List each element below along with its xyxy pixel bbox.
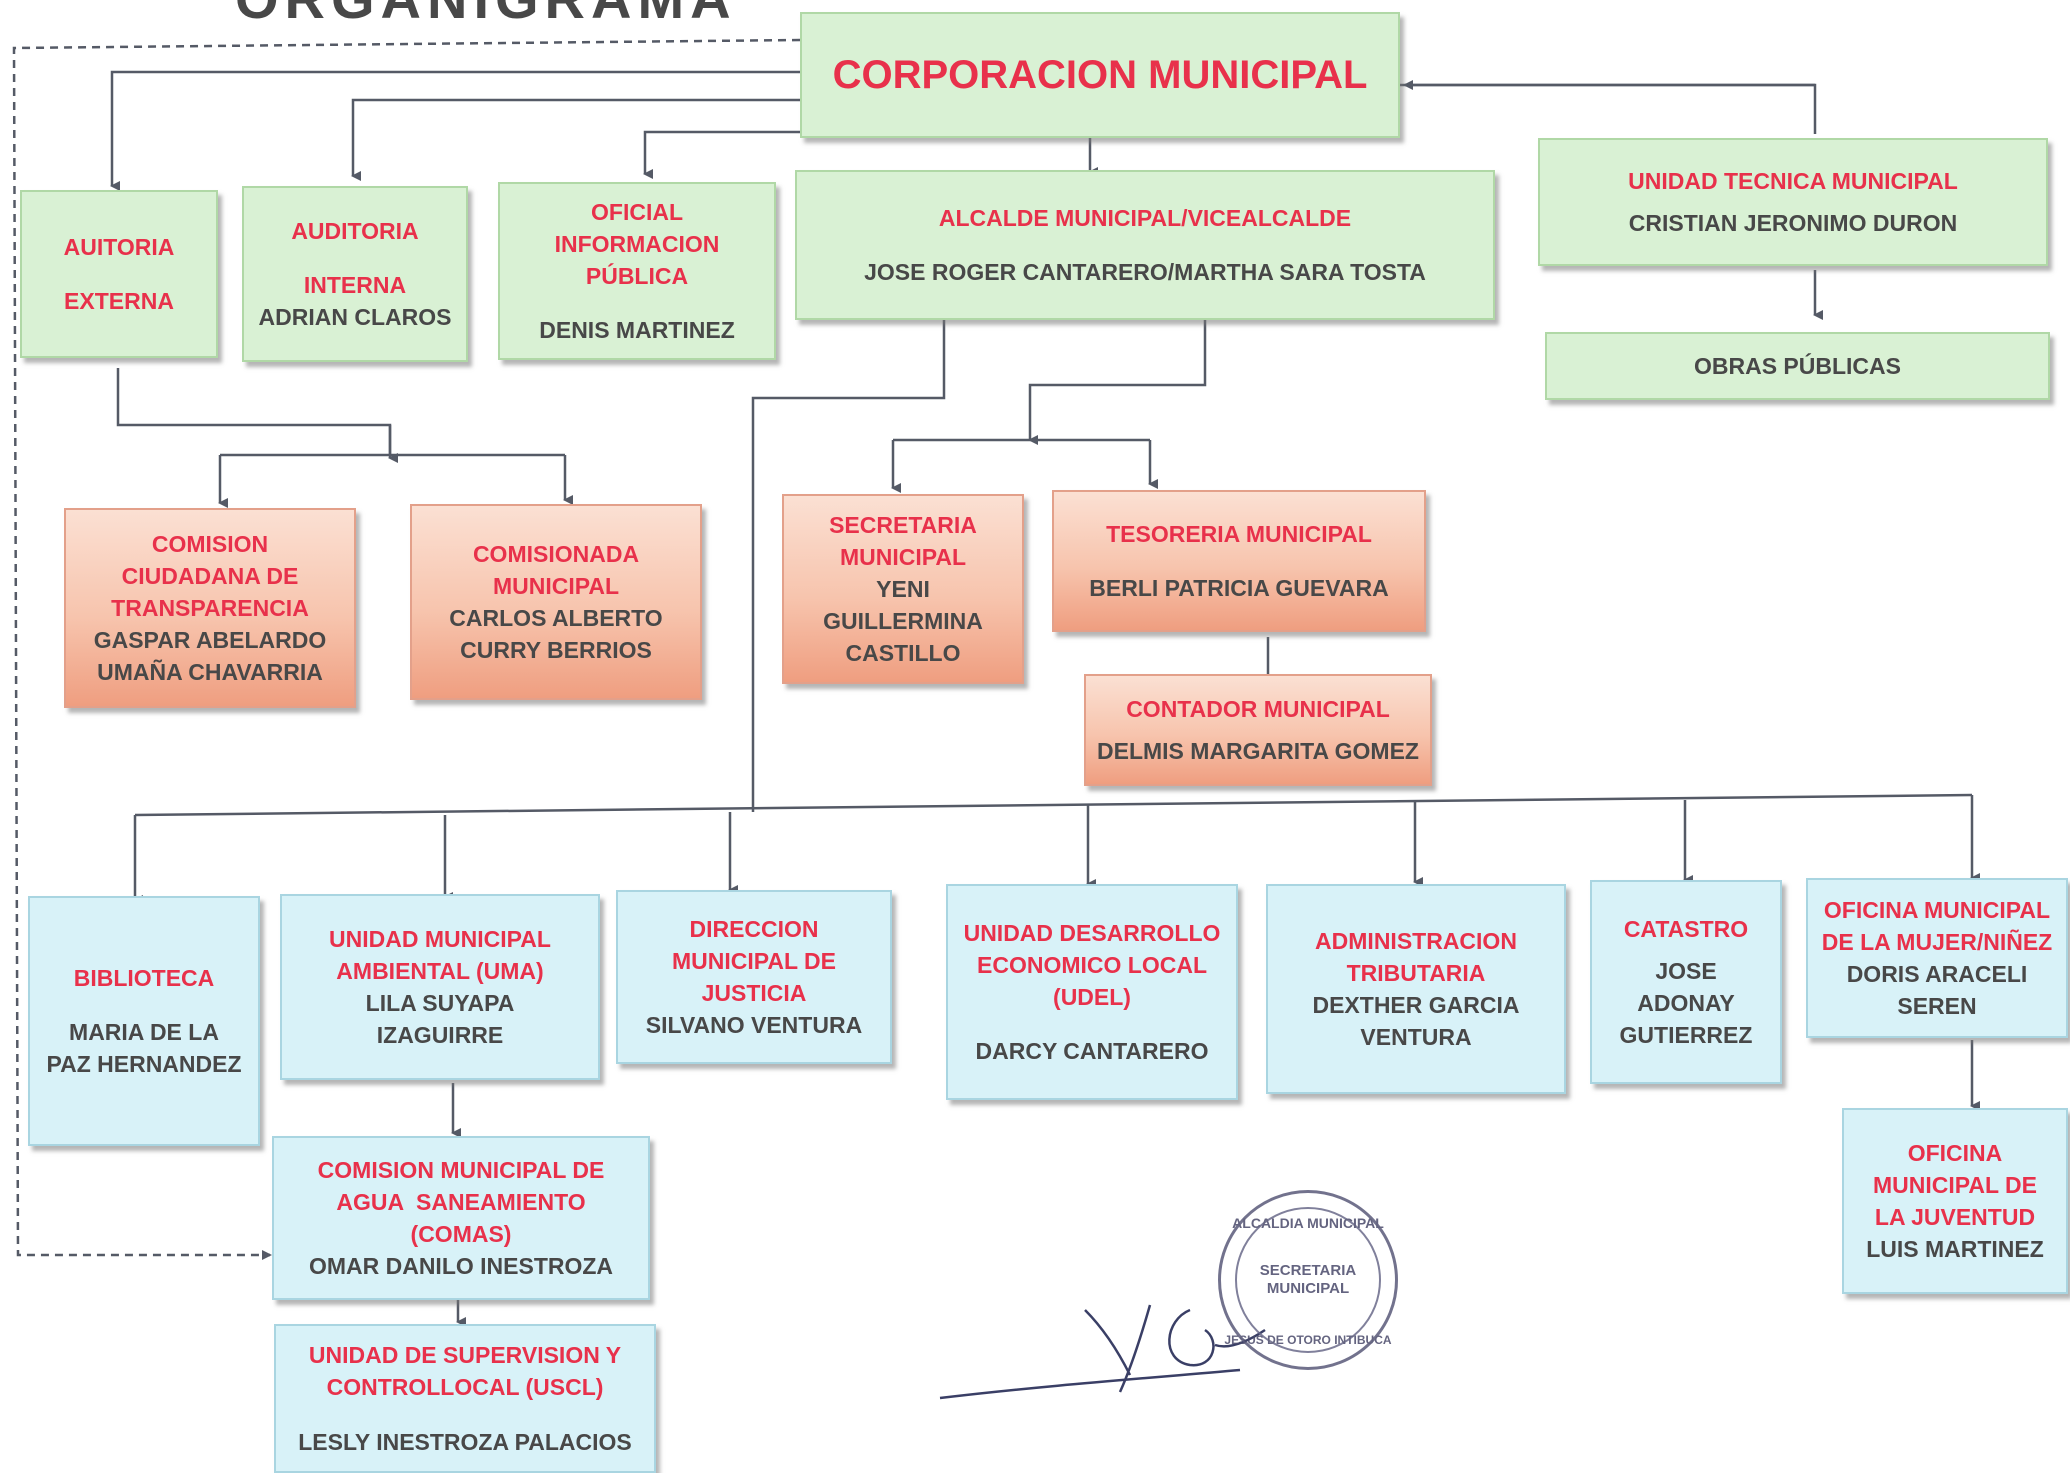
comas-title-2: AGUA SANEAMIENTO bbox=[336, 1188, 586, 1215]
uscl-title-2: CONTROLLOCAL (USCL) bbox=[326, 1374, 604, 1401]
comas-box[interactable]: COMISION MUNICIPAL DE AGUA SANEAMIENTO (… bbox=[272, 1136, 650, 1300]
secretaria-name-3: CASTILLO bbox=[845, 640, 961, 667]
tesoreria-title: TESORERIA MUNICIPAL bbox=[1106, 520, 1372, 547]
catastro-name-2: ADONAY bbox=[1637, 990, 1735, 1016]
tesoreria-municipal-box[interactable]: TESORERIA MUNICIPAL BERLI PATRICIA GUEVA… bbox=[1052, 490, 1426, 632]
uscl-name: LESLY INESTROZA PALACIOS bbox=[298, 1428, 632, 1455]
tesoreria-name: BERLI PATRICIA GUEVARA bbox=[1089, 575, 1389, 601]
uma-name-2: IZAGUIRRE bbox=[376, 1022, 504, 1049]
unidad-tecnica-box[interactable]: UNIDAD TECNICA MUNICIPAL CRISTIAN JERONI… bbox=[1538, 138, 2048, 266]
unidad-tecnica-title: UNIDAD TECNICA MUNICIPAL bbox=[1628, 167, 1958, 194]
catastro-name-3: GUTIERREZ bbox=[1619, 1022, 1753, 1049]
biblioteca-name-1: MARIA DE LA bbox=[69, 1018, 219, 1045]
mujer-title-2: DE LA MUJER/NIÑEZ bbox=[1821, 928, 2053, 955]
auditoria-interna-box[interactable]: AUDITORIA INTERNA ADRIAN CLAROS bbox=[242, 186, 468, 362]
secretaria-name-2: GUILLERMINA bbox=[823, 608, 983, 635]
oficial-title-3: PÚBLICA bbox=[585, 263, 689, 289]
seal-ring-top-text: ALCALDIA MUNICIPAL bbox=[1232, 1215, 1384, 1231]
secretaria-title-2: MUNICIPAL bbox=[839, 543, 967, 570]
alcalde-box[interactable]: ALCALDE MUNICIPAL/VICEALCALDE JOSE ROGER… bbox=[795, 170, 1495, 320]
justicia-title-1: DIRECCION bbox=[689, 915, 819, 942]
catastro-title: CATASTRO bbox=[1623, 915, 1749, 942]
transparencia-title-2: CIUDADANA DE bbox=[121, 562, 299, 589]
auditoria-interna-title-1: AUDITORIA bbox=[291, 217, 419, 244]
udel-title-2: ECONOMICO LOCAL bbox=[977, 951, 1207, 978]
transparencia-name-1: GASPAR ABELARDO bbox=[93, 627, 327, 654]
unidad-tecnica-name: CRISTIAN JERONIMO DURON bbox=[1628, 210, 1958, 236]
uma-box[interactable]: UNIDAD MUNICIPAL AMBIENTAL (UMA) LILA SU… bbox=[280, 894, 600, 1080]
oficial-informacion-box[interactable]: OFICIAL INFORMACION PÚBLICA DENIS MARTIN… bbox=[498, 182, 776, 360]
oficial-title-1: OFICIAL bbox=[591, 198, 683, 225]
uma-title-1: UNIDAD MUNICIPAL bbox=[329, 925, 551, 952]
justicia-name: SILVANO VENTURA bbox=[645, 1012, 863, 1039]
auditoria-interna-title-2: INTERNA bbox=[303, 271, 407, 298]
juventud-title-2: MUNICIPAL DE bbox=[1873, 1171, 2037, 1198]
municipal-seal: ALCALDIA MUNICIPAL SECRETARIA MUNICIPAL … bbox=[1218, 1190, 1398, 1370]
uscl-box[interactable]: UNIDAD DE SUPERVISION Y CONTROLLOCAL (US… bbox=[274, 1324, 656, 1473]
contador-name: DELMIS MARGARITA GOMEZ bbox=[1097, 738, 1419, 764]
comisionada-title-1: COMISIONADA bbox=[472, 540, 640, 567]
comas-name: OMAR DANILO INESTROZA bbox=[308, 1253, 614, 1280]
corporacion-municipal-box[interactable]: CORPORACION MUNICIPAL bbox=[800, 12, 1400, 138]
justicia-title-3: JUSTICIA bbox=[701, 980, 807, 1006]
mujer-name-1: DORIS ARACELI bbox=[1846, 961, 2028, 987]
direccion-justicia-box[interactable]: DIRECCION MUNICIPAL DE JUSTICIA SILVANO … bbox=[616, 890, 892, 1064]
udel-box[interactable]: UNIDAD DESARROLLO ECONOMICO LOCAL (UDEL)… bbox=[946, 884, 1238, 1100]
transparencia-title-3: TRANSPARENCIA bbox=[111, 594, 309, 621]
justicia-title-2: MUNICIPAL DE bbox=[672, 947, 836, 974]
catastro-name-1: JOSE bbox=[1655, 957, 1717, 984]
uma-name-1: LILA SUYAPA bbox=[365, 990, 515, 1016]
contador-title: CONTADOR MUNICIPAL bbox=[1126, 695, 1390, 722]
biblioteca-box[interactable]: BIBLIOTECA MARIA DE LA PAZ HERNANDEZ bbox=[28, 896, 260, 1146]
comisionada-name-2: CURRY BERRIOS bbox=[460, 637, 652, 664]
alcalde-name: JOSE ROGER CANTARERO/MARTHA SARA TOSTA bbox=[864, 259, 1426, 285]
tributaria-name-2: VENTURA bbox=[1360, 1024, 1472, 1051]
comas-title-3: (COMAS) bbox=[410, 1221, 512, 1247]
obras-publicas-title: OBRAS PÚBLICAS bbox=[1693, 352, 1901, 379]
biblioteca-title: BIBLIOTECA bbox=[73, 964, 215, 991]
transparencia-title-1: COMISION bbox=[151, 530, 269, 557]
auditoria-externa-title-2: EXTERNA bbox=[64, 288, 174, 314]
auditoria-externa-title-1: AUITORIA bbox=[63, 233, 175, 260]
mujer-title-1: OFICINA MUNICIPAL bbox=[1823, 896, 2051, 923]
contador-municipal-box[interactable]: CONTADOR MUNICIPAL DELMIS MARGARITA GOME… bbox=[1084, 674, 1432, 786]
uma-title-2: AMBIENTAL (UMA) bbox=[336, 957, 544, 984]
auditoria-externa-box[interactable]: AUITORIA EXTERNA bbox=[20, 190, 218, 358]
comisionada-title-2: MUNICIPAL bbox=[492, 572, 620, 599]
udel-title-1: UNIDAD DESARROLLO bbox=[963, 919, 1221, 946]
mujer-name-2: SEREN bbox=[1897, 993, 1977, 1020]
uscl-title-1: UNIDAD DE SUPERVISION Y bbox=[308, 1342, 622, 1369]
juventud-title-3: LA JUVENTUD bbox=[1874, 1204, 2036, 1230]
secretaria-municipal-box[interactable]: SECRETARIA MUNICIPAL YENI GUILLERMINA CA… bbox=[782, 494, 1024, 684]
transparencia-name-2: UMAÑA CHAVARRIA bbox=[97, 659, 323, 686]
catastro-box[interactable]: CATASTRO JOSE ADONAY GUTIERREZ bbox=[1590, 880, 1782, 1084]
biblioteca-name-2: PAZ HERNANDEZ bbox=[46, 1051, 242, 1078]
comas-title-1: COMISION MUNICIPAL DE bbox=[317, 1156, 605, 1183]
juventud-name: LUIS MARTINEZ bbox=[1866, 1236, 2044, 1263]
juventud-title-1: OFICINA bbox=[1907, 1139, 2003, 1166]
secretaria-title-1: SECRETARIA bbox=[829, 511, 977, 538]
tributaria-name-1: DEXTHER GARCIA bbox=[1312, 992, 1520, 1018]
auditoria-interna-name: ADRIAN CLAROS bbox=[258, 304, 452, 331]
obras-publicas-box[interactable]: OBRAS PÚBLICAS bbox=[1545, 332, 2050, 400]
oficial-title-2: INFORMACION bbox=[554, 230, 720, 257]
comisionada-municipal-box[interactable]: COMISIONADA MUNICIPAL CARLOS ALBERTO CUR… bbox=[410, 504, 702, 700]
oficial-name: DENIS MARTINEZ bbox=[539, 317, 735, 344]
alcalde-title: ALCALDE MUNICIPAL/VICEALCALDE bbox=[938, 204, 1352, 231]
seal-ring-bottom-text: JESUS DE OTORO INTIBUCA bbox=[1224, 1332, 1392, 1347]
seal-ring bbox=[1235, 1207, 1381, 1353]
tributaria-title-2: TRIBUTARIA bbox=[1346, 959, 1486, 986]
oficina-mujer-box[interactable]: OFICINA MUNICIPAL DE LA MUJER/NIÑEZ DORI… bbox=[1806, 878, 2068, 1038]
tributaria-title-1: ADMINISTRACION bbox=[1315, 927, 1517, 954]
comision-transparencia-box[interactable]: COMISION CIUDADANA DE TRANSPARENCIA GASP… bbox=[64, 508, 356, 708]
administracion-tributaria-box[interactable]: ADMINISTRACION TRIBUTARIA DEXTHER GARCIA… bbox=[1266, 884, 1566, 1094]
udel-title-3: (UDEL) bbox=[1053, 984, 1131, 1010]
secretaria-name-1: YENI bbox=[876, 575, 930, 602]
comisionada-name-1: CARLOS ALBERTO bbox=[449, 605, 663, 631]
chart-title-fragment: ORGANIGRAMA bbox=[235, 0, 737, 31]
udel-name: DARCY CANTARERO bbox=[975, 1038, 1209, 1065]
corporacion-title: CORPORACION MUNICIPAL bbox=[832, 53, 1368, 97]
oficina-juventud-box[interactable]: OFICINA MUNICIPAL DE LA JUVENTUD LUIS MA… bbox=[1842, 1108, 2068, 1294]
